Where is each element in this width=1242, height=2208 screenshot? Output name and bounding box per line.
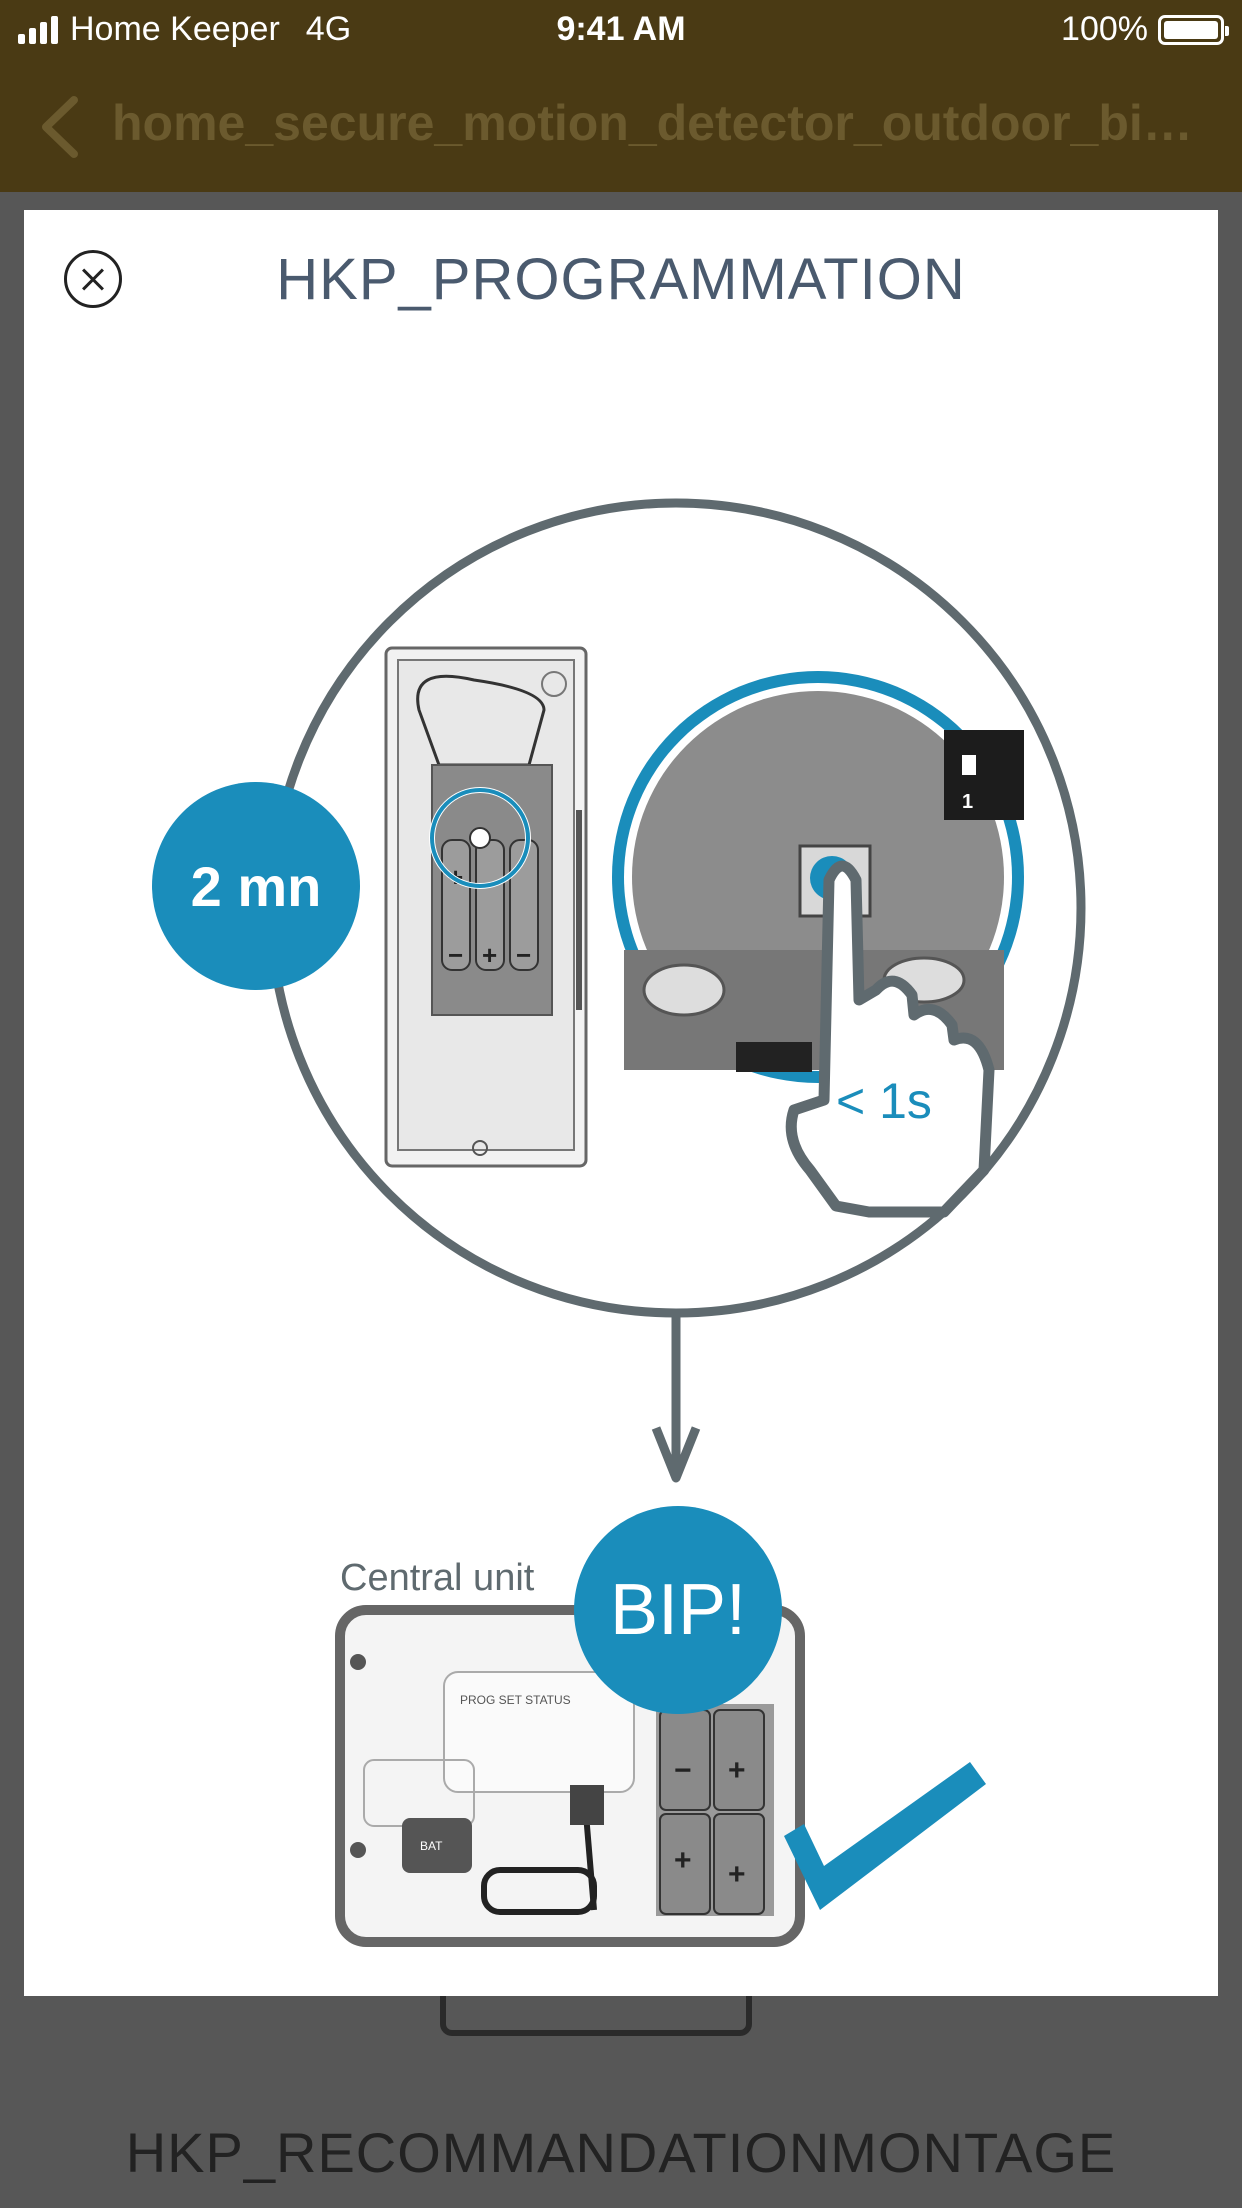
press-duration-label: < 1s: [836, 1073, 932, 1129]
svg-text:BAT: BAT: [420, 1839, 443, 1853]
svg-text:−: −: [516, 940, 531, 970]
clock: 9:41 AM: [556, 10, 686, 48]
svg-text:PROG SET STATUS: PROG SET STATUS: [460, 1693, 571, 1707]
back-button[interactable]: [36, 92, 96, 162]
svg-text:+: +: [728, 1858, 746, 1891]
beep-badge: [574, 1506, 782, 1714]
svg-text:1: 1: [962, 791, 973, 813]
svg-text:−: −: [674, 1754, 692, 1787]
detector-device: + + − −: [384, 646, 588, 1168]
signal-icon: [18, 15, 58, 44]
battery-icon: [1158, 14, 1229, 45]
beep-badge-label: BIP!: [610, 1570, 746, 1650]
svg-text:−: −: [448, 940, 463, 970]
instruction-modal: HKP_PROGRAMMATION + + − −: [24, 210, 1218, 1996]
carrier-label: Home Keeper: [70, 10, 280, 48]
zoom-circle: 1: [612, 671, 1024, 1083]
svg-text:+: +: [674, 1844, 692, 1877]
navigation-bar: home_secure_motion_detector_outdoor_bi_t…: [0, 64, 1242, 192]
status-bar: Home Keeper 4G 9:41 AM 100%: [0, 0, 1242, 64]
checkmark-icon: [784, 1762, 986, 1910]
battery-percent: 100%: [1061, 10, 1148, 48]
central-unit-label: Central unit: [340, 1557, 535, 1599]
background-device-illustration: [440, 1990, 752, 2036]
nav-title: home_secure_motion_detector_outdoor_bi_t…: [112, 95, 1212, 151]
network-label: 4G: [305, 10, 352, 48]
status-right: 100%: [1061, 10, 1229, 49]
close-button[interactable]: [64, 250, 122, 308]
chevron-left-icon: [42, 96, 78, 158]
modal-title: HKP_PROGRAMMATION: [276, 247, 966, 312]
timer-badge: [152, 782, 360, 990]
timer-badge-label: 2 mn: [191, 855, 322, 918]
status-left: Home Keeper 4G: [18, 10, 351, 49]
svg-text:+: +: [728, 1754, 746, 1787]
arrow-down-icon: [651, 1313, 701, 1483]
pointing-hand-icon: [785, 860, 995, 1218]
programming-illustration: + + − − 1 < 1s: [152, 498, 1086, 1947]
background-caption: HKP_RECOMMANDATIONMONTAGE: [125, 2121, 1117, 2184]
svg-text:+: +: [482, 940, 497, 970]
